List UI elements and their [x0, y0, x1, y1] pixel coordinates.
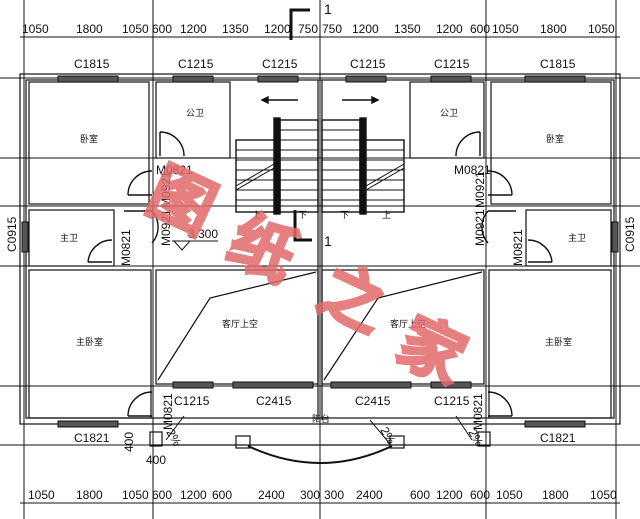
svg-text:600: 600: [470, 488, 490, 502]
svg-text:C1215: C1215: [174, 394, 210, 408]
svg-text:C0915: C0915: [623, 216, 637, 252]
svg-text:1200: 1200: [180, 22, 207, 36]
svg-text:2400: 2400: [258, 488, 285, 502]
svg-text:1800: 1800: [76, 22, 103, 36]
svg-text:1350: 1350: [394, 22, 421, 36]
stair-down-left: 下: [298, 211, 307, 221]
svg-text:C1215: C1215: [178, 57, 214, 71]
svg-text:1050: 1050: [496, 488, 523, 502]
svg-text:M0821: M0821: [161, 393, 175, 430]
svg-text:1200: 1200: [436, 488, 463, 502]
svg-text:1050: 1050: [122, 488, 149, 502]
section-label-top: 1: [324, 1, 332, 17]
svg-text:300: 300: [300, 488, 320, 502]
stair-up-left: 上: [252, 210, 261, 221]
svg-text:纸: 纸: [218, 203, 307, 297]
svg-text:M0821: M0821: [511, 229, 525, 266]
svg-text:公卫: 公卫: [186, 108, 204, 119]
top-dimensions: 1050 1800 1050 600 1200 1350 1200 750 75…: [22, 22, 615, 36]
staircase-left: [235, 95, 319, 215]
svg-text:M0921: M0921: [159, 209, 173, 246]
svg-text:300: 300: [324, 488, 344, 502]
svg-text:1050: 1050: [588, 22, 615, 36]
svg-text:C2415: C2415: [256, 394, 292, 408]
svg-text:1200: 1200: [180, 488, 207, 502]
svg-text:C2415: C2415: [355, 394, 391, 408]
svg-text:C1215: C1215: [434, 57, 470, 71]
staircase-right: [321, 95, 405, 215]
svg-text:1800: 1800: [542, 488, 569, 502]
svg-text:2400: 2400: [356, 488, 383, 502]
svg-text:C1815: C1815: [74, 57, 110, 71]
svg-text:卧室: 卧室: [546, 133, 564, 145]
svg-text:1800: 1800: [76, 488, 103, 502]
bottom-dimensions: 1050 1800 1050 600 1200 600 2400 300 300…: [28, 488, 617, 502]
svg-text:1050: 1050: [492, 22, 519, 36]
room-labels: 卧室 公卫 主卫 主卧室 客厅上空 卧室 公卫 主卫 主卧室 客厅上空 阳台: [60, 108, 586, 425]
svg-text:M0821: M0821: [471, 393, 485, 430]
svg-text:卧室: 卧室: [80, 133, 98, 145]
svg-text:M0921: M0921: [473, 209, 487, 246]
svg-text:M0821: M0821: [119, 229, 133, 266]
section-mark: [289, 8, 312, 242]
svg-text:1050: 1050: [122, 22, 149, 36]
stair-down-right: 下: [340, 211, 349, 221]
slope-center: 2%: [377, 425, 398, 447]
svg-text:C1215: C1215: [434, 394, 470, 408]
svg-text:C1815: C1815: [540, 57, 576, 71]
svg-text:C1215: C1215: [262, 57, 298, 71]
svg-text:主卧室: 主卧室: [545, 336, 572, 348]
svg-text:主卫: 主卫: [60, 232, 78, 244]
svg-text:主卧室: 主卧室: [76, 336, 103, 348]
svg-text:600: 600: [212, 488, 232, 502]
svg-text:公卫: 公卫: [440, 108, 458, 119]
svg-text:1800: 1800: [540, 22, 567, 36]
svg-text:M0821: M0821: [156, 163, 193, 177]
porch-dim-v: 400: [122, 432, 136, 452]
svg-text:1200: 1200: [264, 22, 291, 36]
svg-text:M0921: M0921: [159, 171, 173, 208]
svg-text:C0915: C0915: [5, 216, 19, 252]
svg-text:1050: 1050: [590, 488, 617, 502]
svg-text:C1215: C1215: [350, 57, 386, 71]
svg-text:1050: 1050: [28, 488, 55, 502]
svg-text:客厅上空: 客厅上空: [222, 318, 258, 330]
porch-dim-h: 400: [146, 453, 166, 467]
svg-text:C1821: C1821: [540, 431, 576, 445]
svg-text:600: 600: [152, 22, 172, 36]
window-labels: C1815 C1215 C1215 C1215 C1215 C1815 C091…: [5, 57, 637, 445]
stair-up-right: 上: [382, 210, 391, 221]
door-labels: M0821 M0921 M0921 M0821 M0821 M0821 M092…: [119, 163, 525, 430]
svg-text:1350: 1350: [222, 22, 249, 36]
svg-text:阳台: 阳台: [312, 413, 330, 425]
svg-text:1050: 1050: [22, 22, 49, 36]
svg-text:600: 600: [410, 488, 430, 502]
svg-text:主卫: 主卫: [568, 232, 586, 244]
svg-text:600: 600: [470, 22, 490, 36]
svg-text:1200: 1200: [352, 22, 379, 36]
svg-text:之: 之: [308, 253, 397, 347]
svg-text:750: 750: [322, 22, 342, 36]
svg-text:M0821: M0821: [454, 163, 491, 177]
svg-text:C1821: C1821: [74, 431, 110, 445]
svg-text:600: 600: [152, 488, 172, 502]
svg-text:750: 750: [298, 22, 318, 36]
svg-text:客厅上空: 客厅上空: [390, 318, 426, 330]
elevation-label: 3.300: [188, 227, 218, 241]
watermark: 图 纸 之 家: [134, 152, 478, 401]
section-label-bottom: 1: [324, 233, 332, 249]
svg-text:M0921: M0921: [473, 171, 487, 208]
svg-text:1200: 1200: [436, 22, 463, 36]
